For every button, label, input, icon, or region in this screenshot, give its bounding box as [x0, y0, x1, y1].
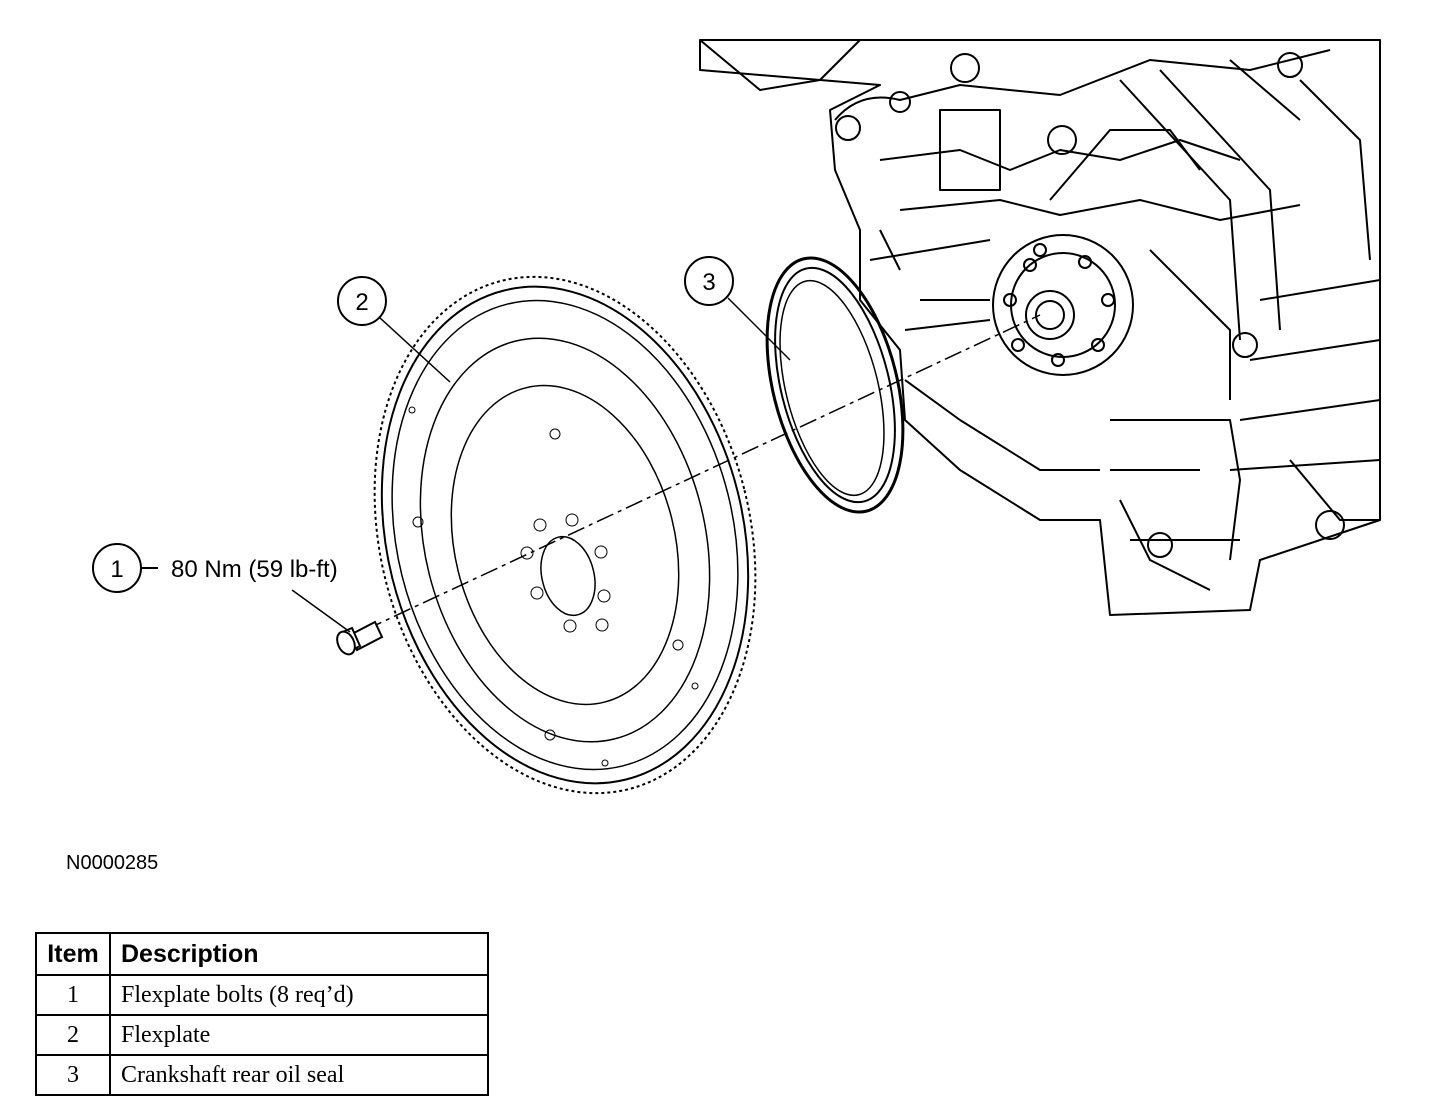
cell-description: Flexplate — [109, 1014, 489, 1056]
column-header-description: Description — [109, 932, 489, 976]
callout-2-number: 2 — [355, 289, 368, 316]
cell-item: 3 — [35, 1054, 111, 1096]
engine-block — [699, 39, 1381, 616]
callout-1-number: 1 — [110, 556, 123, 583]
torque-spec-label: 80 Nm (59 lb-ft) — [171, 556, 338, 583]
flexplate-bolt — [336, 620, 384, 656]
callout-2-leader — [379, 317, 451, 383]
cell-description: Flexplate bolts (8 req’d) — [109, 974, 489, 1016]
table-row: 1 Flexplate bolts (8 req’d) — [35, 974, 489, 1016]
callout-2: 2 — [337, 276, 451, 383]
cell-item: 2 — [35, 1014, 111, 1056]
parts-legend-table: Item Description 1 Flexplate bolts (8 re… — [35, 932, 489, 1096]
assembly-centerline — [364, 314, 1041, 631]
cell-description: Crankshaft rear oil seal — [109, 1054, 489, 1096]
column-header-item: Item — [35, 932, 111, 976]
figure-id: N0000285 — [66, 852, 159, 874]
table-row: 3 Crankshaft rear oil seal — [35, 1054, 489, 1096]
table-row: 2 Flexplate — [35, 1014, 489, 1056]
callout-3-leader — [727, 297, 791, 361]
callout-3: 3 — [684, 256, 791, 361]
callout-1: 1 80 Nm (59 lb-ft) — [92, 543, 351, 633]
callout-1-leader — [291, 589, 351, 633]
callout-3-number: 3 — [702, 269, 715, 296]
table-header-row: Item Description — [35, 932, 489, 976]
flexplate — [373, 275, 757, 795]
cell-item: 1 — [35, 974, 111, 1016]
crankshaft-rear-oil-seal — [765, 256, 905, 514]
